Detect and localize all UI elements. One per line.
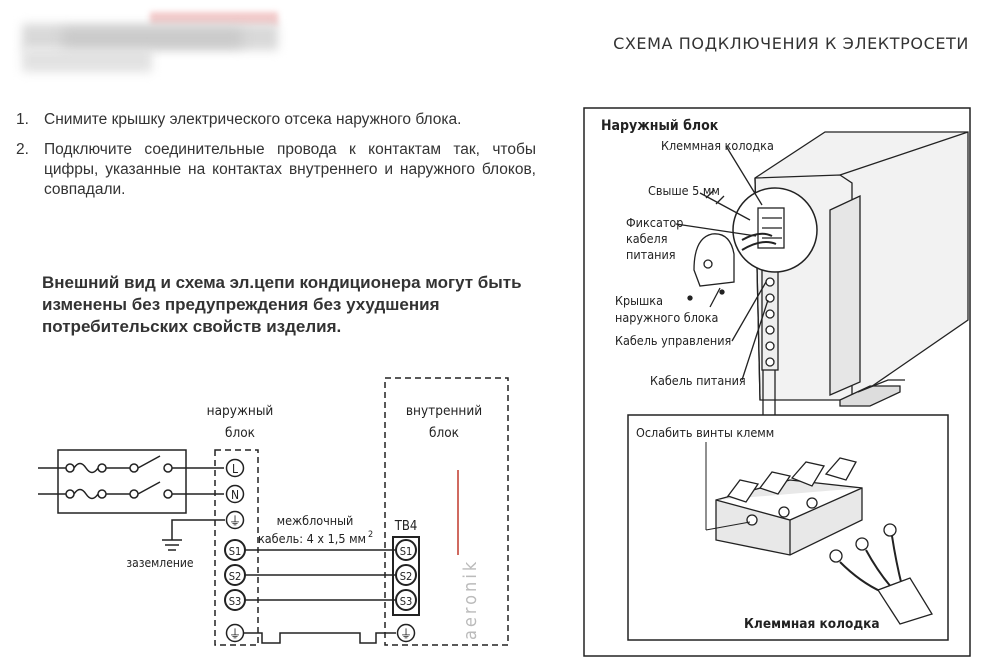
- indoor-unit-box: [384, 377, 509, 646]
- terminal-label: ⏚: [400, 627, 412, 641]
- tb4-label: TB4: [394, 519, 418, 534]
- cable-label-superscript: 2: [368, 530, 373, 540]
- terminal-label: ⏚: [229, 627, 241, 641]
- terminal-l: [225, 458, 245, 478]
- interunit-cable-label: кабель: 4 х 1,5 мм: [258, 531, 366, 546]
- diagram-frame: [583, 107, 971, 657]
- terminal-label: S1: [400, 545, 413, 558]
- terminal-s3: [395, 589, 417, 611]
- step-number: 1.: [16, 111, 29, 128]
- indoor-unit-label: блок: [429, 425, 459, 441]
- step-text: Подключите соединительные провода к конт…: [44, 141, 536, 198]
- interunit-cable-label: межблочный: [277, 513, 354, 528]
- brand-logo-vertical: aeronik: [460, 559, 481, 640]
- instruction-step: 2. Подключите соединительные провода к к…: [16, 140, 536, 200]
- outdoor-unit-label: наружный: [207, 403, 274, 419]
- diagram-title: Наружный блок: [601, 118, 719, 134]
- terminal-label: ⏚: [229, 514, 241, 528]
- terminal-ground: [396, 623, 416, 643]
- indoor-unit-label: внутренний: [406, 403, 482, 419]
- cover-plate: [693, 233, 735, 287]
- terminal-label: S2: [400, 570, 413, 583]
- outdoor-unit-body: [754, 131, 969, 407]
- terminal-block-illustration: [715, 457, 863, 556]
- inset-terminal-block-label: Клеммная колодка: [744, 616, 880, 632]
- warning-note: Внешний вид и схема эл.цепи кондиционера…: [42, 273, 522, 336]
- callout-control-cable: Кабель управления: [615, 333, 731, 348]
- terminal-ground: [225, 623, 245, 643]
- terminal-label: N: [231, 488, 239, 502]
- inset-loosen-screws: Ослабить винты клемм: [636, 425, 774, 440]
- callout-cover: Крышка: [615, 293, 663, 308]
- terminal-label: S3: [400, 595, 413, 608]
- callout-cable-clamp: кабеля: [626, 231, 668, 246]
- terminal-ground: [225, 510, 245, 530]
- tb4-block: [392, 536, 420, 616]
- callout-power-cable: Кабель питания: [650, 373, 746, 388]
- terminal-s1: [395, 539, 417, 561]
- breaker-box: [57, 449, 187, 514]
- ground-label: заземление: [126, 556, 194, 570]
- outdoor-terminal-strip: L N ⏚ S1 S2 S3 ⏚: [224, 458, 246, 643]
- instruction-step: 1. Снимите крышку электрического отсека …: [16, 110, 536, 130]
- outdoor-unit-box: [214, 449, 259, 646]
- step-number: 2.: [16, 141, 29, 158]
- callout-leader: [725, 145, 763, 206]
- step-text: Снимите крышку электрического отсека нар…: [44, 111, 462, 128]
- section-title: СХЕМА ПОДКЛЮЧЕНИЯ К ЭЛЕКТРОСЕТИ: [613, 34, 969, 53]
- callout-cable-clamp: питания: [626, 247, 676, 262]
- terminal-label: S3: [229, 595, 242, 608]
- terminal-label: S1: [229, 545, 242, 558]
- callout-terminal-block: Клеммная колодка: [661, 138, 774, 153]
- terminal-label: S2: [229, 570, 242, 583]
- instruction-steps: 1. Снимите крышку электрического отсека …: [16, 110, 536, 210]
- terminal-label: L: [232, 462, 238, 476]
- ring-terminals: [829, 523, 933, 625]
- terminal-s2: [395, 564, 417, 586]
- terminal-n: [225, 484, 245, 504]
- callout-cover: наружного блока: [615, 310, 718, 325]
- callout-cable-clamp: Фиксатор: [626, 215, 683, 230]
- blurred-logo: [22, 12, 280, 74]
- indoor-terminal-strip: S1 S2 S3 ⏚: [395, 539, 417, 643]
- outdoor-unit-label: блок: [225, 425, 255, 441]
- callout-over-5mm: Свыше 5 мм: [648, 183, 720, 198]
